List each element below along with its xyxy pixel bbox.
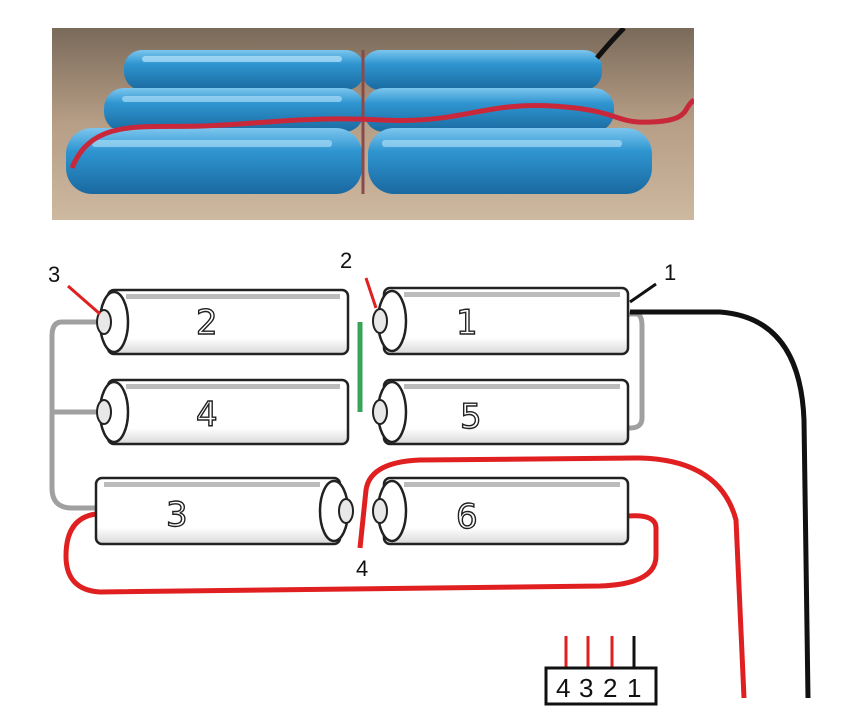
connector-pin-label: 1 xyxy=(627,673,641,703)
connector-pin-label: 4 xyxy=(556,673,570,703)
cell-number: 3 xyxy=(166,495,188,535)
connector: 4 3 2 1 xyxy=(544,636,658,706)
photo-black-wire xyxy=(595,28,626,60)
callout-line-2 xyxy=(364,277,378,309)
cell-number: 2 xyxy=(196,303,218,343)
connector-pin-label: 3 xyxy=(579,673,593,703)
red-wire-loop xyxy=(63,511,659,595)
battery-cell-2: 2 xyxy=(96,288,350,356)
battery-cell-6: 6 xyxy=(372,476,630,546)
battery-cell-1: 1 xyxy=(372,286,630,356)
callout-label-4: 4 xyxy=(356,556,368,581)
callout-line-3 xyxy=(67,284,101,316)
cell-number: 5 xyxy=(460,397,482,437)
battery-cell-3: 3 xyxy=(94,476,354,546)
connector-box xyxy=(544,666,658,706)
cell-number: 1 xyxy=(456,303,478,343)
photo-cell xyxy=(362,50,602,90)
black-wire xyxy=(630,309,811,699)
callout-label-2: 2 xyxy=(340,248,352,273)
battery-cell-4: 4 xyxy=(96,378,350,446)
connector-pin-label: 2 xyxy=(603,673,617,703)
photo-red-wire xyxy=(69,97,694,169)
red-wire-main xyxy=(357,455,747,699)
grey-wires xyxy=(49,311,645,511)
callout-label-3: 3 xyxy=(48,262,60,287)
battery-pack-photo xyxy=(52,28,694,220)
cell-number: 6 xyxy=(456,497,478,537)
callout-line-1 xyxy=(629,282,657,304)
callout-label-1: 1 xyxy=(664,260,676,285)
cell-number: 4 xyxy=(196,395,218,435)
battery-cell-5: 5 xyxy=(372,378,630,446)
